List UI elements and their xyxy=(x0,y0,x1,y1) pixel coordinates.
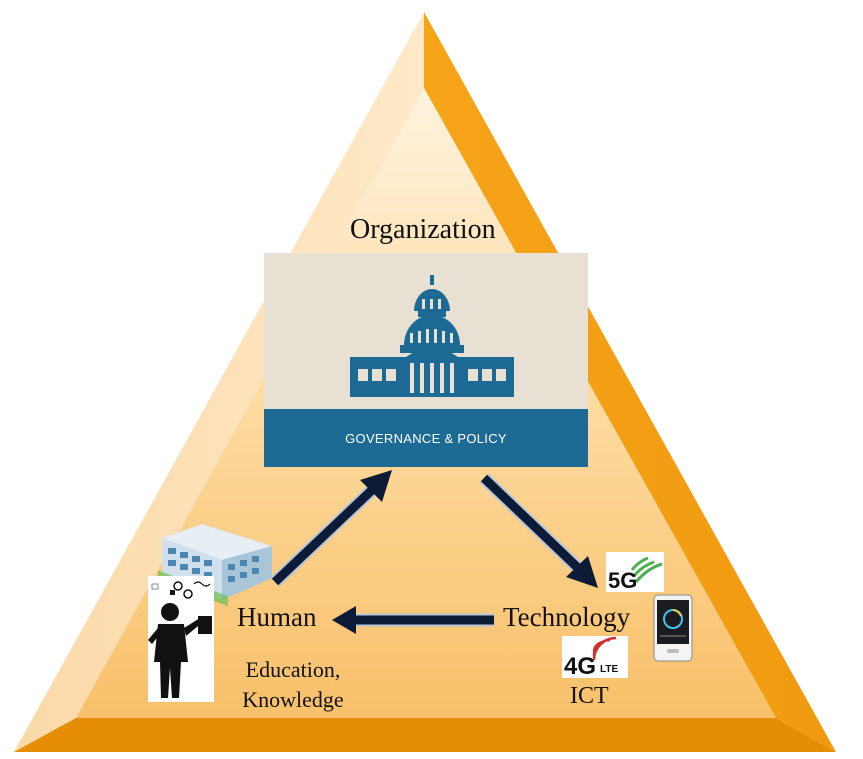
technology-label: Technology xyxy=(503,602,631,632)
triangle-bevel-bottom xyxy=(14,718,836,752)
arrow-human-to-organization xyxy=(270,470,392,587)
governance-policy-card: GOVERNANCE & POLICY xyxy=(264,253,588,467)
triangle-bevel-left xyxy=(14,12,424,752)
education-knowledge-label: Education, Knowledge xyxy=(242,657,344,712)
smartphone-icon xyxy=(653,594,693,662)
thinking-person-icon xyxy=(148,576,214,702)
arrow-organization-to-technology xyxy=(479,473,598,588)
4g-signal-label: 4G xyxy=(564,653,596,680)
lte-signal-label: LTE xyxy=(600,664,618,675)
arrow-technology-to-human xyxy=(332,606,494,634)
governance-card-image-area xyxy=(264,253,588,409)
4g-lte-signal-icon: 4G LTE xyxy=(562,636,628,680)
5g-signal-icon: 5G xyxy=(606,552,664,593)
governance-policy-caption: GOVERNANCE & POLICY xyxy=(264,409,588,467)
capitol-building-icon xyxy=(350,275,514,397)
5g-signal-label: 5G xyxy=(608,568,637,593)
triangle-bevel-right xyxy=(424,12,836,752)
organization-label: Organization xyxy=(350,214,496,245)
ict-label: ICT xyxy=(570,683,609,709)
human-label: Human xyxy=(237,602,317,632)
